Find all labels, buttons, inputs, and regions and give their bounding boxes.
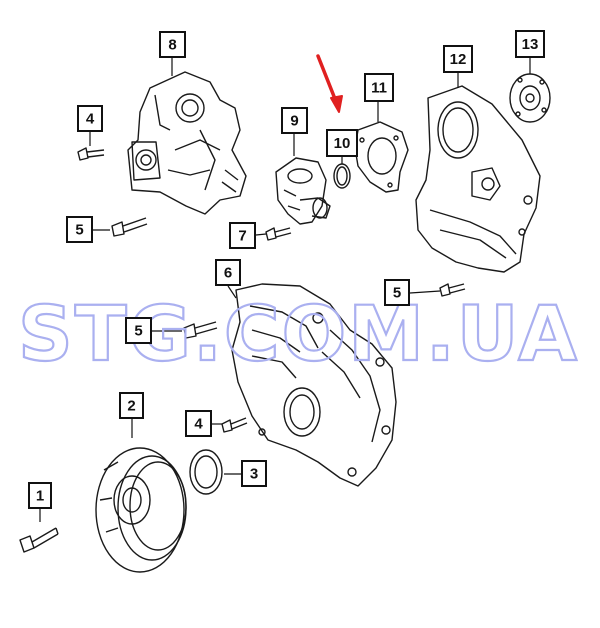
callout-9: 9 [281,107,308,134]
svg-text:7: 7 [238,228,246,245]
part-12-cover [415,85,541,273]
svg-text:13: 13 [522,36,539,53]
part-3-seal [189,449,223,495]
callout-4-upper: 4 [77,105,103,132]
svg-text:3: 3 [250,466,258,483]
callout-5-mid: 5 [125,317,152,344]
watermark-text: STG.COM.UA [18,289,579,378]
callout-5-right: 5 [384,279,410,306]
part-2-pulley [95,447,187,573]
leader-lines [39,57,531,522]
svg-text:5: 5 [75,222,83,239]
callout-1: 1 [28,482,52,509]
svg-text:11: 11 [371,80,387,97]
callout-6: 6 [215,259,241,286]
svg-text:4: 4 [194,416,203,433]
svg-text:4: 4 [86,111,95,128]
svg-text:5: 5 [393,285,401,302]
callout-4-lower: 4 [185,410,212,437]
callout-10: 10 [326,129,358,157]
bolt-7 [265,227,292,241]
callout-11: 11 [364,73,394,102]
part-10-o-ring [333,163,351,189]
callout-8: 8 [159,31,186,58]
callout-5-left: 5 [66,216,93,243]
part-6-timing-cover [231,283,397,487]
svg-text:6: 6 [224,265,232,282]
highlight-arrow [316,54,343,113]
bolt-5-mid [183,321,218,339]
svg-text:5: 5 [134,323,142,340]
callout-7: 7 [229,222,256,249]
part-8-housing [127,71,247,215]
svg-text:9: 9 [290,113,298,130]
part-9-water-pump [275,157,331,225]
bolt-5-right [439,283,466,297]
bolt-5-left [111,217,148,237]
callout-13: 13 [515,30,545,58]
svg-text:12: 12 [450,51,467,68]
svg-text:10: 10 [334,135,351,152]
callout-12: 12 [443,45,473,73]
bolt-4-upper [77,147,105,161]
svg-text:8: 8 [168,37,176,54]
callout-3: 3 [241,460,267,487]
svg-text:2: 2 [127,398,135,415]
bolt-4-lower [221,417,248,433]
part-11-gasket [354,121,409,193]
callout-2: 2 [119,392,144,419]
part-13-seal [509,73,551,123]
bolt-1 [19,527,59,553]
svg-text:1: 1 [36,488,44,505]
